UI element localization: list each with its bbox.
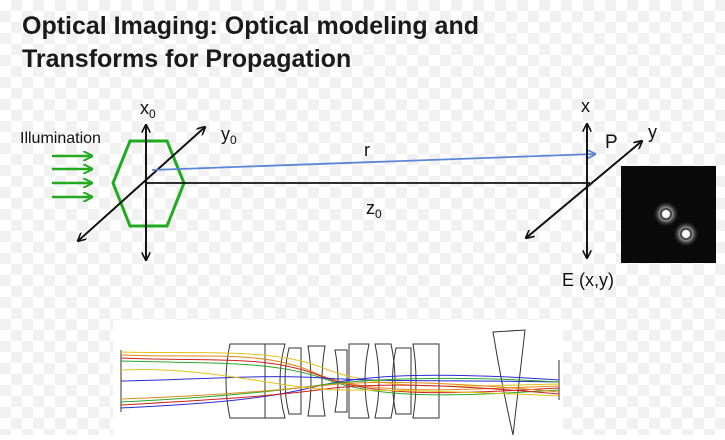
lens-system-icon <box>120 329 560 436</box>
label-illumination: Illumination <box>20 130 101 147</box>
label-x0-base: x <box>140 98 149 118</box>
label-y0-base: y <box>221 124 230 144</box>
label-r: r <box>364 140 370 160</box>
label-P: P <box>605 132 618 153</box>
ray-r <box>151 154 595 171</box>
aperture-hexagon <box>111 139 186 228</box>
label-z0-sub: 0 <box>375 207 382 221</box>
label-y0: y0 <box>221 124 237 147</box>
label-y0-sub: 0 <box>230 133 237 147</box>
diffraction-pattern-image <box>621 166 716 263</box>
title-line-1: Optical Imaging: Optical modeling and <box>22 12 479 40</box>
label-x: x <box>581 96 590 116</box>
observation-axes <box>526 124 642 258</box>
label-y: y <box>648 122 657 142</box>
title-line-2: Transforms for Propagation <box>22 45 352 73</box>
label-x0: x0 <box>140 98 156 121</box>
airy-disks-icon <box>654 202 698 246</box>
label-z0-base: z <box>366 198 375 218</box>
source-axes <box>78 125 205 260</box>
lens-system-raytrace <box>113 320 563 436</box>
label-E: E (x,y) <box>562 270 614 290</box>
page-title: Optical Imaging: Optical modeling and Tr… <box>22 10 479 76</box>
illumination-arrows <box>52 156 92 197</box>
label-z0: z0 <box>366 198 382 221</box>
label-x0-sub: 0 <box>149 107 156 121</box>
